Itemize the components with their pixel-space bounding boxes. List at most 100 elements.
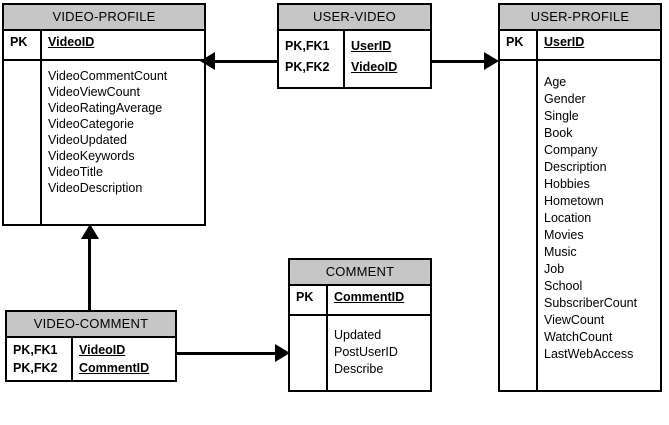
entity-user-profile[interactable]: USER-PROFILE PK UserID Age Gender bbox=[498, 3, 662, 392]
attribute-row: Gender bbox=[500, 91, 660, 108]
attribute-row: Describe bbox=[290, 361, 430, 378]
attribute-row: Single bbox=[500, 108, 660, 125]
key-row: PK VideoID bbox=[4, 34, 204, 50]
entity-video-comment[interactable]: VIDEO-COMMENT PK,FK1 VideoID PK,FK2 Comm… bbox=[5, 310, 177, 382]
attribute-row: Hobbies bbox=[500, 176, 660, 193]
key-field-name: VideoID bbox=[351, 60, 398, 74]
entity-body-user-profile: PK UserID Age Gender Single bbox=[500, 31, 660, 390]
key-marker: PK,FK2 bbox=[13, 361, 58, 375]
entity-body-video-comment: PK,FK1 VideoID PK,FK2 CommentID bbox=[7, 338, 175, 380]
attribute-name: Job bbox=[544, 262, 565, 276]
entity-body-video-profile: PK VideoID VideoCommentCount VideoViewCo… bbox=[4, 31, 204, 224]
attribute-row: VideoRatingAverage bbox=[4, 100, 204, 116]
entity-user-video[interactable]: USER-VIDEO PK,FK1 UserID PK,FK2 VideoID bbox=[277, 3, 432, 89]
attribute-name: ViewCount bbox=[544, 313, 605, 327]
key-marker: PK,FK2 bbox=[285, 60, 330, 74]
key-section-video-comment: PK,FK1 VideoID PK,FK2 CommentID bbox=[7, 338, 175, 380]
entity-body-user-video: PK,FK1 UserID PK,FK2 VideoID bbox=[279, 31, 430, 87]
attribute-name: Description bbox=[544, 160, 607, 174]
attribute-name: Company bbox=[544, 143, 598, 157]
entity-title-video-profile: VIDEO-PROFILE bbox=[4, 5, 204, 31]
attribute-name: Single bbox=[544, 109, 579, 123]
attribute-row: LastWebAccess bbox=[500, 346, 660, 363]
relationship-line-video-comment-to-video-profile bbox=[88, 238, 91, 311]
attribute-name: Hometown bbox=[544, 194, 604, 208]
entity-title-user-video: USER-VIDEO bbox=[279, 5, 430, 31]
column-divider bbox=[343, 31, 345, 87]
entity-body-comment: PK CommentID Updated PostUserID Describe bbox=[290, 286, 430, 390]
attribute-row: VideoCommentCount bbox=[4, 68, 204, 84]
key-field-name: VideoID bbox=[48, 35, 95, 49]
key-row: PK,FK2 VideoID bbox=[279, 57, 430, 78]
entity-title-video-comment: VIDEO-COMMENT bbox=[7, 312, 175, 338]
attribute-row: Description bbox=[500, 159, 660, 176]
entity-title-user-profile: USER-PROFILE bbox=[500, 5, 660, 31]
attribute-name: VideoCommentCount bbox=[48, 69, 168, 83]
entity-video-profile[interactable]: VIDEO-PROFILE PK VideoID VideoCommentCou… bbox=[2, 3, 206, 226]
key-field-name: UserID bbox=[351, 39, 392, 53]
attribute-row: Movies bbox=[500, 227, 660, 244]
attribute-name: PostUserID bbox=[334, 345, 398, 359]
attribute-name: Updated bbox=[334, 328, 382, 342]
key-row: PK UserID bbox=[500, 34, 660, 50]
key-section-video-profile: PK VideoID bbox=[4, 31, 204, 61]
key-marker: PK,FK1 bbox=[285, 39, 330, 53]
attribute-row: Music bbox=[500, 244, 660, 261]
attribute-section-user-profile: Age Gender Single Book Company bbox=[500, 61, 660, 370]
attribute-name: VideoViewCount bbox=[48, 85, 140, 99]
attribute-name: Location bbox=[544, 211, 592, 225]
attribute-name: Age bbox=[544, 75, 567, 89]
attribute-name: Gender bbox=[544, 92, 586, 106]
column-divider bbox=[71, 338, 73, 380]
attribute-name: LastWebAccess bbox=[544, 347, 634, 361]
attribute-row: WatchCount bbox=[500, 329, 660, 346]
attribute-row: ViewCount bbox=[500, 312, 660, 329]
attribute-name: VideoKeywords bbox=[48, 149, 135, 163]
attribute-name: School bbox=[544, 279, 583, 293]
key-row: PK,FK1 VideoID bbox=[7, 341, 175, 359]
attribute-row: Job bbox=[500, 261, 660, 278]
arrowhead-right-to-comment bbox=[275, 344, 290, 362]
attribute-name: Describe bbox=[334, 362, 384, 376]
attribute-name: VideoRatingAverage bbox=[48, 101, 163, 115]
attribute-name: VideoDescription bbox=[48, 181, 143, 195]
attribute-row: Hometown bbox=[500, 193, 660, 210]
column-divider bbox=[326, 286, 328, 390]
attribute-row: Updated bbox=[290, 327, 430, 344]
arrowhead-right-to-user-profile bbox=[484, 52, 499, 70]
relationship-line-video-comment-to-comment bbox=[176, 352, 276, 355]
attribute-name: Music bbox=[544, 245, 577, 259]
key-row: PK CommentID bbox=[290, 289, 430, 305]
key-marker: PK bbox=[10, 35, 28, 49]
attribute-row: PostUserID bbox=[290, 344, 430, 361]
attribute-row: School bbox=[500, 278, 660, 295]
arrowhead-left-to-video-profile bbox=[200, 52, 215, 70]
attribute-name: Hobbies bbox=[544, 177, 590, 191]
attribute-row: VideoViewCount bbox=[4, 84, 204, 100]
entity-comment[interactable]: COMMENT PK CommentID Updated PostUserID bbox=[288, 258, 432, 392]
key-marker: PK bbox=[296, 290, 314, 304]
key-marker: PK,FK1 bbox=[13, 343, 58, 357]
key-marker: PK bbox=[506, 35, 524, 49]
attribute-row: VideoDescription bbox=[4, 180, 204, 196]
attribute-row: VideoKeywords bbox=[4, 148, 204, 164]
attribute-row: Company bbox=[500, 142, 660, 159]
relationship-line-user-video-to-user-profile bbox=[431, 60, 485, 63]
attribute-row: VideoCategorie bbox=[4, 116, 204, 132]
column-divider bbox=[536, 31, 538, 390]
entity-title-comment: COMMENT bbox=[290, 260, 430, 286]
key-field-name: CommentID bbox=[334, 290, 405, 304]
attribute-row: SubscriberCount bbox=[500, 295, 660, 312]
key-section-user-video: PK,FK1 UserID PK,FK2 VideoID bbox=[279, 31, 430, 87]
attribute-name: WatchCount bbox=[544, 330, 613, 344]
arrowhead-up-to-video-profile bbox=[81, 224, 99, 239]
key-field-name: UserID bbox=[544, 35, 585, 49]
key-section-user-profile: PK UserID bbox=[500, 31, 660, 61]
attribute-row: VideoUpdated bbox=[4, 132, 204, 148]
attribute-row: VideoTitle bbox=[4, 164, 204, 180]
attribute-row: Book bbox=[500, 125, 660, 142]
attribute-row: Location bbox=[500, 210, 660, 227]
relationship-line-user-video-to-video-profile bbox=[212, 60, 278, 63]
attribute-name: SubscriberCount bbox=[544, 296, 638, 310]
attribute-name: Book bbox=[544, 126, 573, 140]
